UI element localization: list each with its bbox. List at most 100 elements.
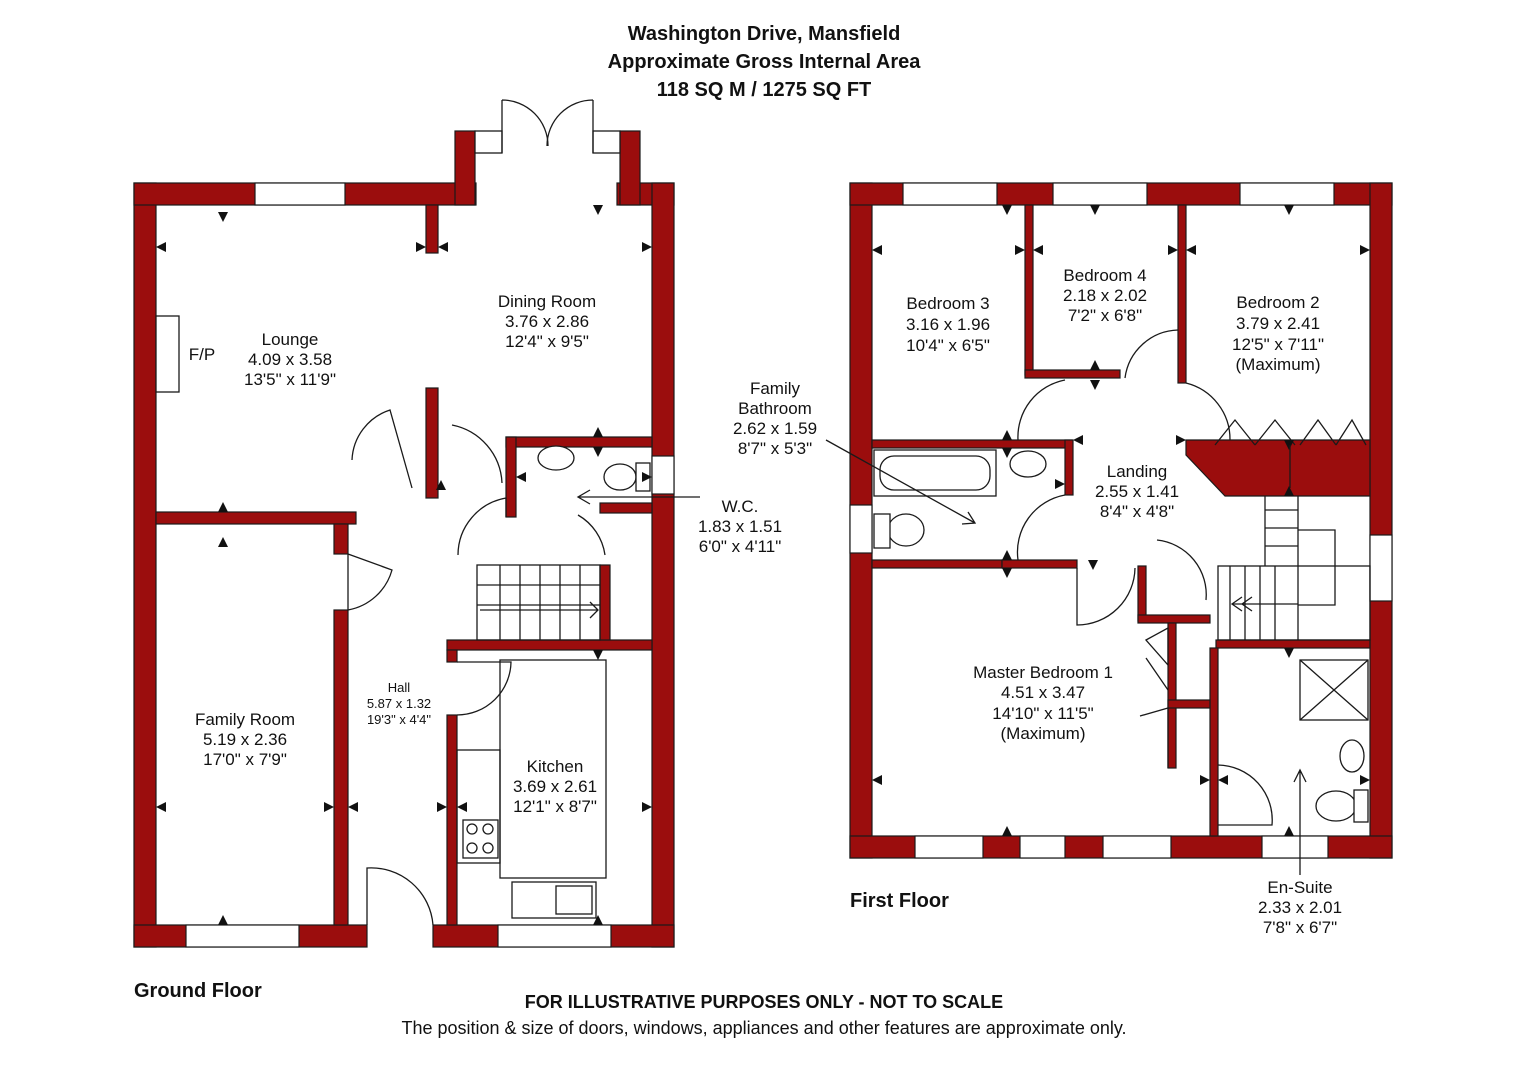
window bbox=[1052, 182, 1148, 206]
wall bbox=[871, 439, 1073, 449]
ground-floor-plan bbox=[133, 99, 700, 948]
family-imperial: 17'0" x 7'9" bbox=[203, 750, 287, 769]
bed2-imperial: 12'5" x 7'11" bbox=[1232, 335, 1324, 354]
hall-imperial: 19'3" x 4'4" bbox=[367, 712, 431, 727]
bay-window bbox=[592, 130, 621, 154]
toilet bbox=[887, 513, 925, 547]
hob-ring bbox=[466, 823, 478, 835]
wall bbox=[446, 714, 458, 926]
wall bbox=[651, 182, 675, 948]
wall bbox=[1167, 699, 1211, 709]
first-floor-label: First Floor bbox=[850, 890, 949, 912]
bed3-name: Bedroom 3 bbox=[906, 294, 989, 313]
bed2-note: (Maximum) bbox=[1236, 355, 1321, 374]
door-swing bbox=[1124, 329, 1179, 379]
wc-basin bbox=[537, 445, 575, 471]
first-floor-plan bbox=[825, 182, 1393, 875]
kitchen-island bbox=[499, 659, 607, 879]
ensuite-imperial: 7'8" x 6'7" bbox=[1263, 918, 1337, 937]
bathroom-pointer bbox=[825, 439, 977, 525]
hall-metric: 5.87 x 1.32 bbox=[367, 696, 431, 711]
ensuite-basin bbox=[1339, 739, 1365, 773]
master-imperial: 14'10" x 11'5" bbox=[992, 704, 1093, 723]
bed4-name: Bedroom 4 bbox=[1063, 266, 1146, 285]
fireplace bbox=[155, 315, 180, 393]
disclaimer-note: The position & size of doors, windows, a… bbox=[401, 1018, 1127, 1038]
wall bbox=[1209, 647, 1219, 837]
window bbox=[254, 182, 346, 206]
dining-imperial: 12'4" x 9'5" bbox=[505, 332, 589, 351]
lounge-metric: 4.09 x 3.58 bbox=[248, 350, 332, 369]
window bbox=[849, 504, 873, 554]
wall bbox=[446, 649, 458, 663]
door-swing bbox=[456, 661, 512, 716]
kitchen-imperial: 12'1" x 8'7" bbox=[513, 797, 597, 816]
shower-lines bbox=[1299, 659, 1369, 721]
stairs-ground bbox=[476, 564, 601, 641]
door-swing bbox=[457, 497, 507, 556]
wall bbox=[155, 511, 357, 525]
wall bbox=[1001, 559, 1078, 569]
window bbox=[1019, 835, 1066, 859]
plan-title: Washington Drive, Mansfield bbox=[627, 23, 901, 45]
ensuite-toilet bbox=[1315, 790, 1357, 822]
dining-metric: 3.76 x 2.86 bbox=[505, 312, 589, 331]
wall bbox=[425, 387, 439, 499]
wall bbox=[333, 523, 349, 555]
wc-pointer bbox=[576, 489, 700, 505]
ground-floor-label: Ground Floor bbox=[134, 980, 262, 1002]
wc-name: W.C. bbox=[722, 497, 759, 516]
bath-tub bbox=[873, 449, 997, 497]
french-door bbox=[501, 99, 549, 153]
wc-toilet bbox=[603, 463, 637, 491]
wall bbox=[1024, 204, 1034, 376]
master-note: (Maximum) bbox=[1001, 724, 1086, 743]
landing-metric: 2.55 x 1.41 bbox=[1095, 482, 1179, 501]
door-swing bbox=[577, 514, 606, 556]
plan-area: 118 SQ M / 1275 SQ FT bbox=[656, 79, 872, 101]
wall bbox=[1185, 439, 1371, 497]
window bbox=[1239, 182, 1335, 206]
hall-name: Hall bbox=[388, 680, 411, 695]
window bbox=[902, 182, 998, 206]
ensuite-cistern bbox=[1353, 789, 1369, 823]
bath-inner bbox=[879, 455, 991, 491]
wardrobe-door bbox=[1144, 626, 1169, 691]
window bbox=[914, 835, 984, 859]
disclaimer: FOR ILLUSTRATIVE PURPOSES ONLY - NOT TO … bbox=[524, 992, 1004, 1012]
wall bbox=[133, 182, 157, 948]
window bbox=[1102, 835, 1172, 859]
wall bbox=[619, 130, 641, 206]
family-metric: 5.19 x 2.36 bbox=[203, 730, 287, 749]
bed3-metric: 3.16 x 1.96 bbox=[906, 315, 990, 334]
basin bbox=[1009, 450, 1047, 478]
wall bbox=[505, 436, 517, 518]
door-swing bbox=[351, 409, 413, 489]
wall bbox=[1064, 439, 1074, 496]
plan-subtitle: Approximate Gross Internal Area bbox=[607, 51, 921, 73]
bed2-metric: 3.79 x 2.41 bbox=[1236, 314, 1320, 333]
window bbox=[497, 924, 612, 948]
bath-metric: 2.62 x 1.59 bbox=[733, 419, 817, 438]
wall bbox=[505, 436, 653, 448]
fireplace-label: F/P bbox=[189, 345, 215, 364]
cistern bbox=[873, 513, 891, 549]
lounge-name: Lounge bbox=[262, 330, 319, 349]
wall bbox=[1369, 182, 1393, 859]
dining-name: Dining Room bbox=[498, 292, 596, 311]
window bbox=[1261, 835, 1329, 859]
bed4-imperial: 7'2" x 6'8" bbox=[1068, 306, 1142, 325]
wall bbox=[599, 502, 653, 514]
wall bbox=[1177, 204, 1187, 384]
door-swing bbox=[1156, 539, 1207, 601]
door-swing bbox=[366, 867, 434, 926]
window bbox=[1369, 534, 1393, 602]
wall bbox=[1167, 622, 1177, 769]
bed4-metric: 2.18 x 2.02 bbox=[1063, 286, 1147, 305]
ensuite-metric: 2.33 x 2.01 bbox=[1258, 898, 1342, 917]
bath-imperial: 8'7" x 5'3" bbox=[738, 439, 812, 458]
bath-name-1: Family bbox=[750, 379, 801, 398]
door-swing bbox=[1016, 494, 1066, 561]
bed2-name: Bedroom 2 bbox=[1236, 293, 1319, 312]
